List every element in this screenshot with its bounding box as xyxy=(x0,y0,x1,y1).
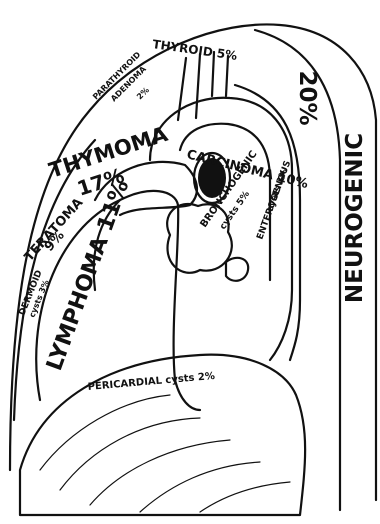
label-pericardial: PERICARDIAL cysts 2% xyxy=(87,371,215,393)
label-neurogenic: NEUROGENIC xyxy=(342,133,368,303)
label-neurogenic-pct: 20% xyxy=(294,70,320,125)
diaphragm-hatch-3 xyxy=(90,440,230,505)
label-parathyroid-line3: 2% xyxy=(135,85,151,101)
diaphragm-hatch-5 xyxy=(200,482,290,512)
neck-vessel-2 xyxy=(196,54,200,118)
neck-vessel-4 xyxy=(226,56,228,96)
diaphragm-hatch-2 xyxy=(60,418,200,490)
enterogenous-cyst xyxy=(226,258,248,281)
label-thyroid: THYROID 5% xyxy=(152,37,238,63)
chest-cavity-outline xyxy=(10,24,376,500)
diaphragm-hatch-4 xyxy=(140,462,260,512)
label-lymphoma: LYMPHOMA 11% xyxy=(42,177,134,374)
